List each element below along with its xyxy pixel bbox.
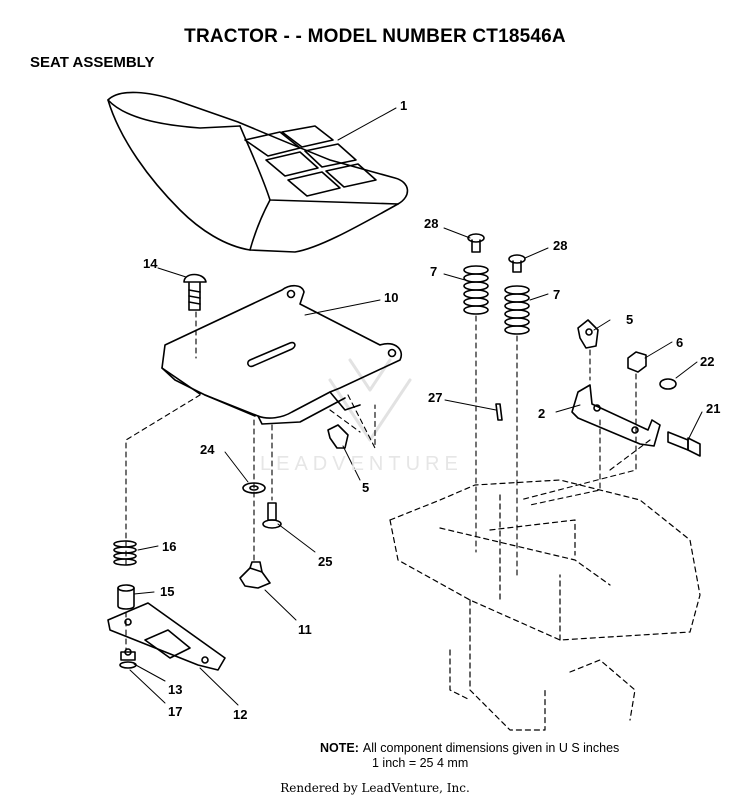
washer-nut-part (119, 648, 137, 669)
callout-5-right: 5 (626, 312, 633, 327)
bolt-part-21 (667, 431, 701, 457)
spring-part-left (463, 265, 489, 315)
assembly-lines (125, 311, 651, 651)
spring-part-right (504, 285, 530, 335)
callout-7-right: 7 (553, 287, 560, 302)
watermark-logo (328, 358, 412, 442)
callout-14: 14 (143, 256, 158, 271)
callout-5-left: 5 (362, 480, 369, 495)
note-line-2: 1 inch = 25 4 mm (372, 756, 469, 770)
pin-part (495, 403, 503, 421)
callout-6: 6 (676, 335, 683, 350)
screw-part-left (467, 233, 485, 253)
dimension-note: NOTE:All component dimensions given in U… (320, 741, 619, 771)
note-label: NOTE: (320, 741, 359, 755)
callout-13: 13 (168, 682, 182, 697)
callout-12: 12 (233, 707, 247, 722)
note-line-1: All component dimensions given in U S in… (362, 741, 620, 755)
callout-28-right: 28 (553, 238, 567, 253)
callout-15: 15 (160, 584, 174, 599)
fender-frame-outline (389, 479, 701, 731)
callout-11: 11 (298, 622, 312, 637)
shoulder-bolt-part (262, 502, 282, 529)
callout-10: 10 (384, 290, 398, 305)
clip-part-right (577, 319, 599, 349)
seat-pan-part (161, 284, 402, 425)
watermark-text: LEADVENTURE (260, 453, 463, 475)
callout-1: 1 (400, 98, 407, 113)
section-title: SEAT ASSEMBLY (30, 54, 155, 71)
clip-part-left (327, 424, 349, 449)
callout-27: 27 (428, 390, 442, 405)
lock-nut-part (659, 378, 677, 390)
footer-credit: Rendered by LeadVenture, Inc. (280, 781, 470, 795)
spring-part (113, 540, 137, 566)
page-title: TRACTOR - - MODEL NUMBER CT18546A (184, 26, 566, 47)
nut-part (627, 351, 647, 373)
callout-16: 16 (162, 539, 176, 554)
callout-17: 17 (168, 704, 182, 719)
callout-22: 22 (700, 354, 714, 369)
callout-labels: 1 14 10 28 28 7 7 5 6 22 27 2 21 24 5 16… (143, 98, 720, 722)
spacer-part (117, 584, 135, 610)
callout-21: 21 (706, 401, 720, 416)
callout-7-left: 7 (430, 264, 437, 279)
screw-part-right (508, 254, 526, 273)
knob-part (239, 561, 271, 589)
pivot-bracket-part (107, 602, 226, 671)
seat-part (107, 91, 409, 253)
callout-28-left: 28 (424, 216, 438, 231)
mounting-bracket-part (571, 384, 661, 447)
callout-24: 24 (200, 442, 215, 457)
callout-25: 25 (318, 554, 332, 569)
leader-lines (129, 107, 703, 706)
callout-2: 2 (538, 406, 545, 421)
bolt-part (183, 273, 207, 311)
